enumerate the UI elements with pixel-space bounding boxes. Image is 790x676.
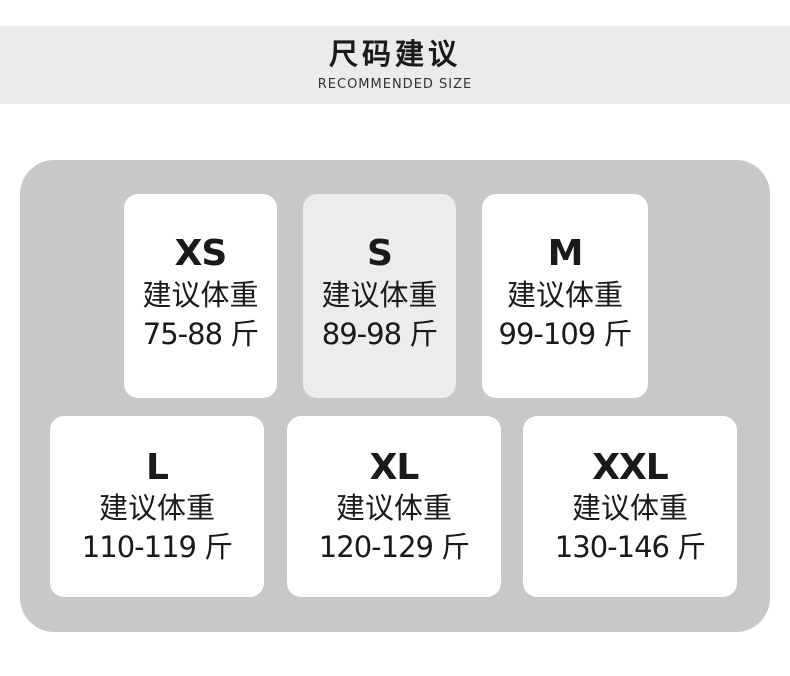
weight-range: 110-119 斤: [81, 530, 233, 564]
weight-range: 89-98 斤: [321, 317, 439, 351]
weight-range: 120-129 斤: [318, 530, 470, 564]
weight-range: 75-88 斤: [142, 317, 260, 351]
size-label: XS: [174, 233, 228, 274]
size-label: XL: [369, 447, 420, 488]
recommended-weight-label: 建议体重: [571, 491, 688, 525]
page-title: 尺码建议: [328, 37, 461, 71]
recommended-weight-label: 建议体重: [142, 278, 259, 312]
size-label: S: [367, 233, 393, 274]
weight-range: 99-109 斤: [498, 317, 633, 351]
size-card-m: M 建议体重 99-109 斤: [482, 194, 648, 398]
size-card-l: L 建议体重 110-119 斤: [50, 416, 264, 597]
header-banner: 尺码建议 RECOMMENDED SIZE: [0, 26, 790, 104]
size-card-xs: XS 建议体重 75-88 斤: [124, 194, 277, 398]
recommended-weight-label: 建议体重: [335, 491, 452, 525]
recommended-weight-label: 建议体重: [506, 278, 623, 312]
weight-range: 130-146 斤: [554, 530, 706, 564]
size-card-xxl: XXL 建议体重 130-146 斤: [523, 416, 737, 597]
page-subtitle: RECOMMENDED SIZE: [317, 77, 473, 92]
recommended-weight-label: 建议体重: [321, 278, 438, 312]
size-card-xl: XL 建议体重 120-129 斤: [287, 416, 501, 597]
size-label: L: [146, 447, 169, 488]
size-label: M: [547, 233, 584, 274]
size-label: XXL: [592, 447, 668, 488]
recommended-weight-label: 建议体重: [98, 491, 215, 525]
size-card-s: S 建议体重 89-98 斤: [303, 194, 456, 398]
